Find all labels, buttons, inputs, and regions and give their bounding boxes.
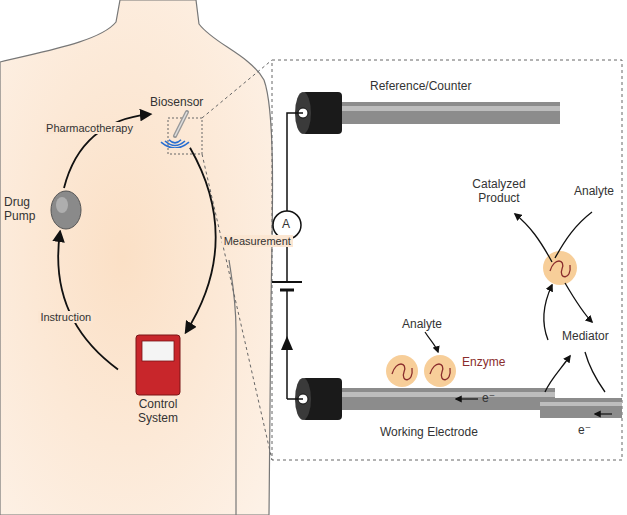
pump-icon xyxy=(48,188,84,232)
analyte-label: Analyte xyxy=(402,318,442,332)
sensor-icon xyxy=(157,110,197,148)
detail-frame xyxy=(272,60,622,460)
product-label: Catalyzed Product xyxy=(468,178,530,206)
electrode-label: Working Electrode xyxy=(380,426,478,440)
flow-arrow xyxy=(186,148,216,332)
torso xyxy=(0,0,273,515)
mediator-label: Mediator xyxy=(562,330,609,344)
flow-arrow xyxy=(58,232,118,369)
edge-label: Instruction xyxy=(38,311,93,323)
biosensor: Biosensor xyxy=(150,96,203,148)
arm-line xyxy=(229,260,236,515)
electron-label: e⁻ xyxy=(482,392,495,406)
ammeter-label: A xyxy=(282,218,290,232)
control-system: Control System xyxy=(118,332,198,426)
node-label: Control System xyxy=(118,398,198,426)
controller-icon xyxy=(133,332,183,398)
drug-pump: Drug Pump xyxy=(4,188,84,232)
edge-label: Measurement xyxy=(222,235,293,247)
edge-label: Pharmacotherapy xyxy=(44,122,135,134)
node-label: Drug Pump xyxy=(4,196,48,224)
analyte-label: Analyte xyxy=(574,185,614,199)
node-label: Biosensor xyxy=(150,96,203,110)
enzyme-label: Enzyme xyxy=(462,356,505,370)
electrode-label: Reference/Counter xyxy=(370,80,471,94)
electron-label: e⁻ xyxy=(578,424,591,438)
